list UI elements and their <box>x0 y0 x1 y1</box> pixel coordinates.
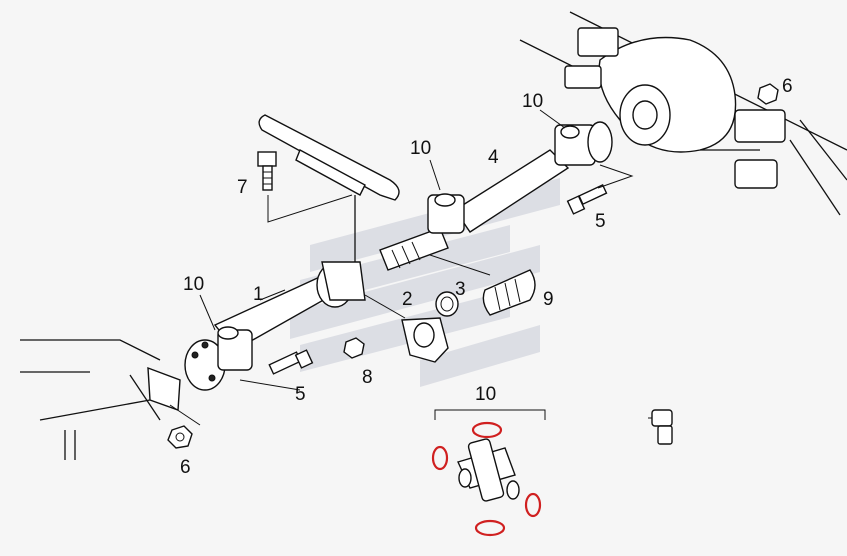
grease-fitting <box>648 409 673 445</box>
bolt-5-upper <box>566 164 634 215</box>
leader-lines <box>199 109 566 331</box>
callout-10-center: 10 <box>410 138 431 159</box>
callout-5-upper: 5 <box>595 211 606 232</box>
callout-4: 4 <box>488 147 499 168</box>
bolt-7 <box>257 151 353 223</box>
rear-axle-housing <box>519 11 847 216</box>
flange-yoke-left <box>184 326 253 391</box>
center-bearing <box>364 294 449 363</box>
propeller-shaft-rear <box>379 149 570 271</box>
frame-rail <box>20 339 181 460</box>
callout-1: 1 <box>253 284 264 305</box>
flange-yoke-rear <box>554 121 613 166</box>
nut-6-upper <box>757 83 779 105</box>
nut-6-lower <box>167 404 201 449</box>
callout-10-left: 10 <box>183 274 204 295</box>
snap-ring-3 <box>435 291 459 317</box>
callout-6-lower: 6 <box>180 457 191 478</box>
callout-6-upper: 6 <box>782 76 793 97</box>
callout-10-kit: 10 <box>475 384 496 405</box>
crossmember-bracket <box>258 114 400 285</box>
callout-10-upper: 10 <box>522 91 543 112</box>
callout-5-lower: 5 <box>295 384 306 405</box>
callout-2: 2 <box>402 289 413 310</box>
callout-8: 8 <box>362 367 373 388</box>
nut-8 <box>343 337 365 359</box>
callout-9: 9 <box>543 289 554 310</box>
bolt-5-lower <box>239 349 314 391</box>
callout-7: 7 <box>237 177 248 198</box>
universal-joint-kit <box>431 409 546 537</box>
callout-3: 3 <box>455 279 466 300</box>
